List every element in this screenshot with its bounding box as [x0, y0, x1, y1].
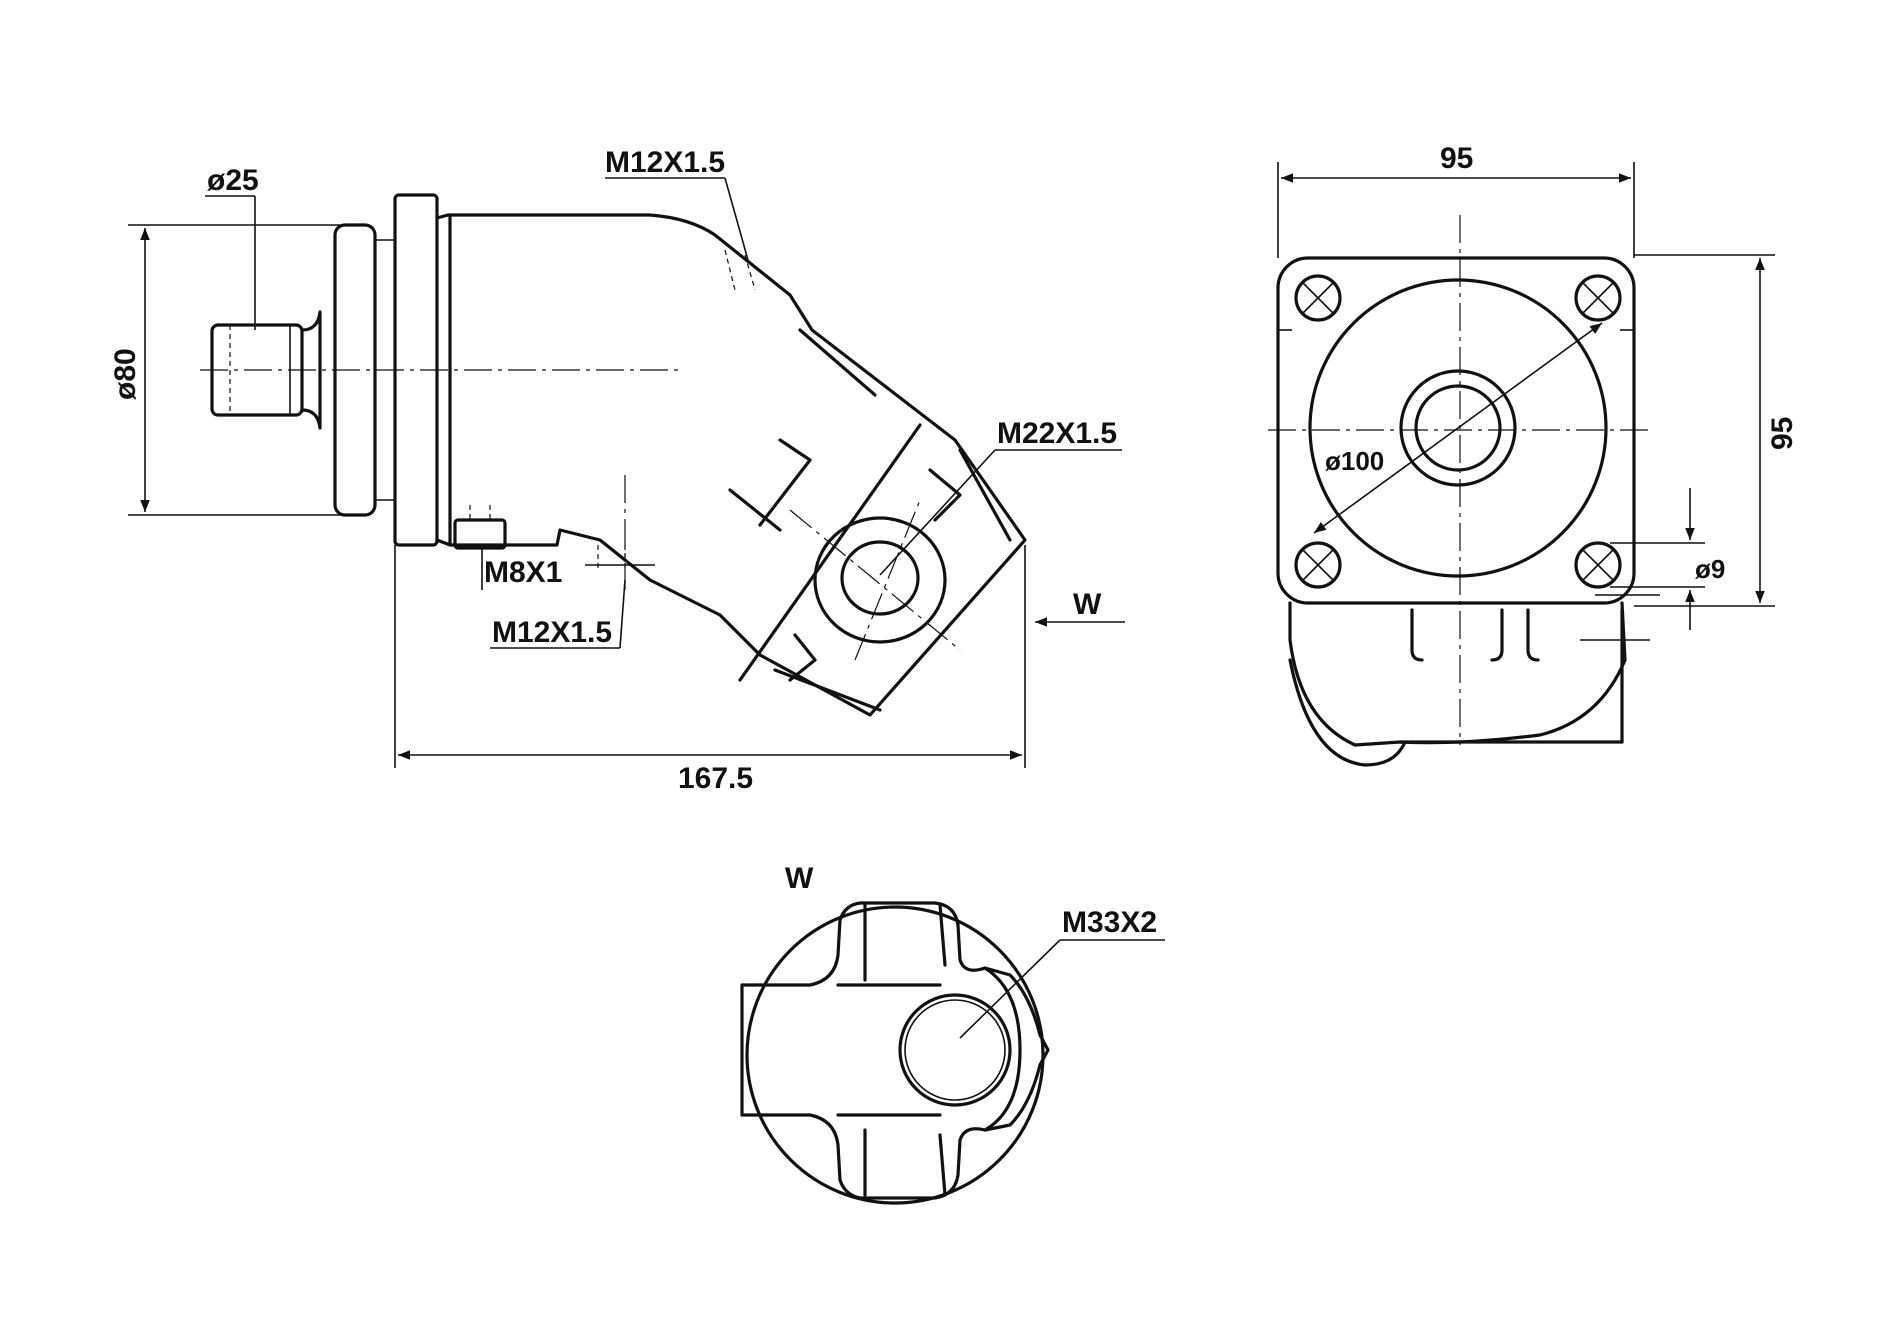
leader-port-small: M8X1	[481, 548, 562, 590]
port-m8-body	[453, 518, 507, 550]
port-bore-inner	[904, 999, 1006, 1101]
front-view: ø100 95 95 ø9	[1268, 142, 1799, 767]
dim-hole-diameter: ø9	[1610, 488, 1725, 630]
pilot-collar	[333, 223, 377, 517]
label-port-main: M22X1.5	[997, 417, 1117, 450]
bolt-hole-tr	[1574, 274, 1622, 322]
dim-height: 95	[1634, 254, 1799, 607]
label-overall-length: 167.5	[678, 762, 753, 795]
dim-shaft-diameter: ø25	[205, 164, 259, 330]
view-arrow-w: W	[1035, 588, 1125, 627]
main-port-inner	[840, 540, 920, 616]
leader-port-main: M22X1.5	[879, 417, 1122, 576]
port-bore-outer	[898, 993, 1012, 1107]
upper-lobe	[758, 901, 1042, 1037]
view-w-outline	[745, 905, 1045, 1205]
label-hole-diameter: ø9	[1695, 554, 1725, 584]
main-port-outer	[813, 516, 947, 644]
label-flange-diameter: ø80	[109, 348, 142, 400]
leader-port-top: M12X1.5	[605, 146, 749, 261]
pilot-circle	[1308, 278, 1608, 578]
label-bolt-circle: ø100	[1325, 446, 1384, 476]
bolt-hole-tl	[1294, 274, 1342, 322]
view-w: W M33X2	[740, 862, 1165, 1205]
dim-flange-diameter: ø80	[109, 224, 340, 516]
label-view-w-title: W	[785, 862, 814, 895]
dim-bolt-circle: ø100	[1313, 322, 1603, 534]
square-flange	[1276, 256, 1636, 605]
mounting-flange	[393, 193, 439, 547]
leader-port-bottom: M12X1.5	[490, 579, 626, 649]
dim-overall-length: 167.5	[394, 545, 1026, 795]
label-port-top: M12X1.5	[605, 146, 725, 179]
label-port-bottom: M12X1.5	[492, 616, 612, 649]
bolt-hole-br	[1574, 541, 1622, 589]
dim-width: 95	[1277, 142, 1635, 258]
label-view-arrow: W	[1073, 588, 1102, 621]
label-port-thread: M33X2	[1062, 906, 1157, 939]
lower-lobe	[758, 1063, 1042, 1200]
lower-housing	[1288, 601, 1627, 747]
label-width: 95	[1440, 142, 1473, 175]
shaft	[210, 323, 304, 417]
pump-housing	[446, 213, 1027, 717]
label-height: 95	[1766, 417, 1799, 450]
leader-port-thread: M33X2	[959, 906, 1165, 1039]
side-view: ø25 ø80 M12X1.5 M22X1.5 M8X1	[109, 146, 1125, 795]
bolt-hole-bl	[1294, 541, 1342, 589]
label-shaft-diameter: ø25	[207, 164, 259, 197]
label-port-small: M8X1	[484, 556, 562, 589]
